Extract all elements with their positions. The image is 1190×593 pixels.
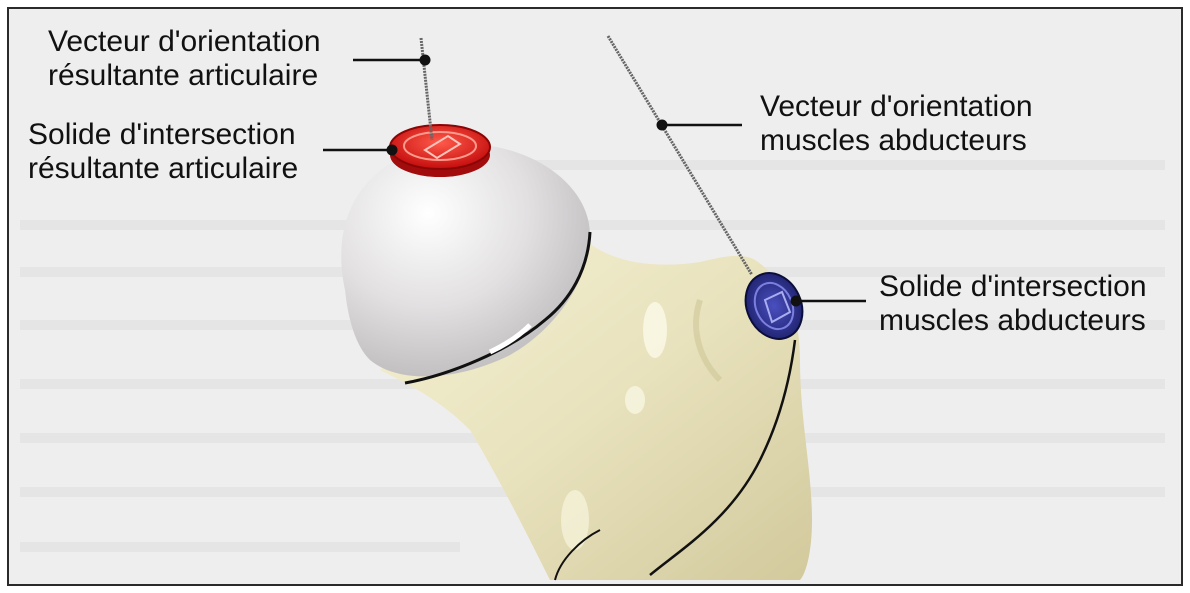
label-line: Vecteur d'orientation: [760, 90, 1033, 124]
neck-highlight-2: [625, 386, 645, 414]
neck-highlight: [643, 302, 667, 358]
label-line: muscles abducteurs: [879, 304, 1147, 338]
label-line: muscles abducteurs: [760, 124, 1033, 158]
label-line: Solide d'intersection: [28, 118, 298, 152]
neck-highlight-3: [561, 490, 589, 550]
label-vecteur-muscles: Vecteur d'orientation muscles abducteurs: [760, 90, 1033, 158]
label-line: Solide d'intersection: [879, 270, 1147, 304]
label-vecteur-resultante: Vecteur d'orientation résultante articul…: [48, 25, 321, 93]
label-solide-resultante: Solide d'intersection résultante articul…: [28, 118, 298, 186]
label-solide-muscles: Solide d'intersection muscles abducteurs: [879, 270, 1147, 338]
label-line: Vecteur d'orientation: [48, 25, 321, 59]
label-line: résultante articulaire: [28, 152, 298, 186]
red-disc-icon: [390, 125, 490, 177]
label-line: résultante articulaire: [48, 59, 321, 93]
